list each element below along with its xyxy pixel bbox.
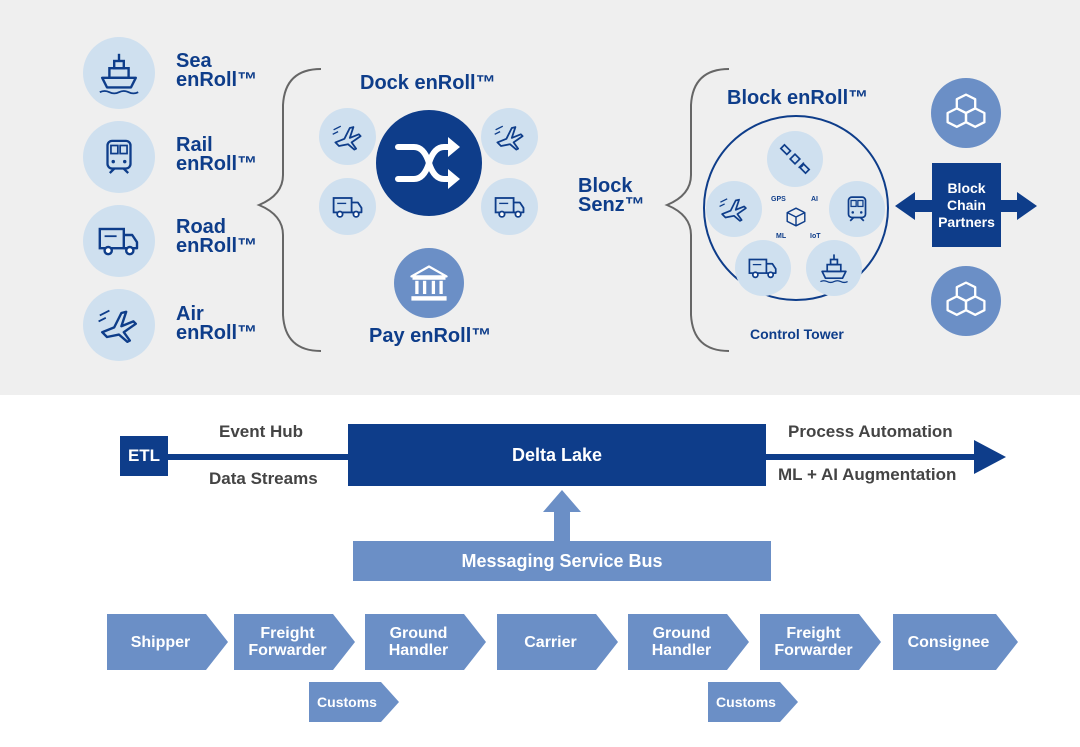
data-streams-label: Data Streams: [209, 469, 318, 488]
up-arrow: [543, 490, 581, 542]
block-enroll-title: Block enRoll™: [727, 87, 869, 109]
cube-icon: [786, 207, 806, 227]
ecosystem-panel: [0, 0, 1080, 395]
iot-label: IoT: [810, 233, 821, 240]
customs-box: Customs: [708, 682, 798, 722]
ai-label: AI: [811, 196, 818, 203]
messaging-service-bus: Messaging Service Bus: [353, 541, 771, 581]
blockchain-cubes-icon: [931, 78, 1001, 148]
event-hub-label: Event Hub: [219, 422, 304, 441]
plane-icon: [481, 108, 538, 165]
bank-icon: [394, 248, 464, 318]
shuffle-icon: [376, 110, 482, 216]
plane-icon: [83, 289, 155, 361]
left-brace: [256, 68, 322, 352]
dock-enroll-title: Dock enRoll™: [360, 72, 496, 94]
pay-enroll-title: Pay enRoll™: [369, 325, 492, 347]
chain-shipper: Shipper: [107, 614, 228, 670]
control-tower-ring: [703, 115, 889, 301]
plane-icon: [706, 181, 762, 237]
truck-icon: [319, 178, 376, 235]
ml-label: ML: [776, 233, 787, 240]
satellite-icon: [767, 131, 823, 187]
double-arrow: [895, 192, 1037, 220]
etl-box: ETL: [120, 436, 168, 476]
truck-icon: [83, 205, 155, 277]
blockchain-cubes-icon: [931, 266, 1001, 336]
process-automation-label: Process Automation: [788, 422, 953, 441]
pipeline-arrow-head: [974, 440, 1006, 474]
delta-lake-box: Delta Lake: [348, 424, 766, 486]
truck-icon: [735, 240, 791, 296]
chain-carrier: Carrier: [497, 614, 618, 670]
gps-label: GPS: [771, 196, 786, 203]
chain-consignee: Consignee: [893, 614, 1018, 670]
blockchain-partners-box: Block Chain Partners: [932, 163, 1001, 247]
right-brace: [664, 68, 730, 352]
train-icon: [829, 181, 885, 237]
train-icon: [83, 121, 155, 193]
plane-icon: [319, 108, 376, 165]
truck-icon: [481, 178, 538, 235]
control-tower-label: Control Tower: [750, 326, 844, 342]
ml-ai-augmentation-label: ML + AI Augmentation: [778, 465, 957, 484]
ship-icon: [806, 240, 862, 296]
customs-box: Customs: [309, 682, 399, 722]
ship-icon: [83, 37, 155, 109]
